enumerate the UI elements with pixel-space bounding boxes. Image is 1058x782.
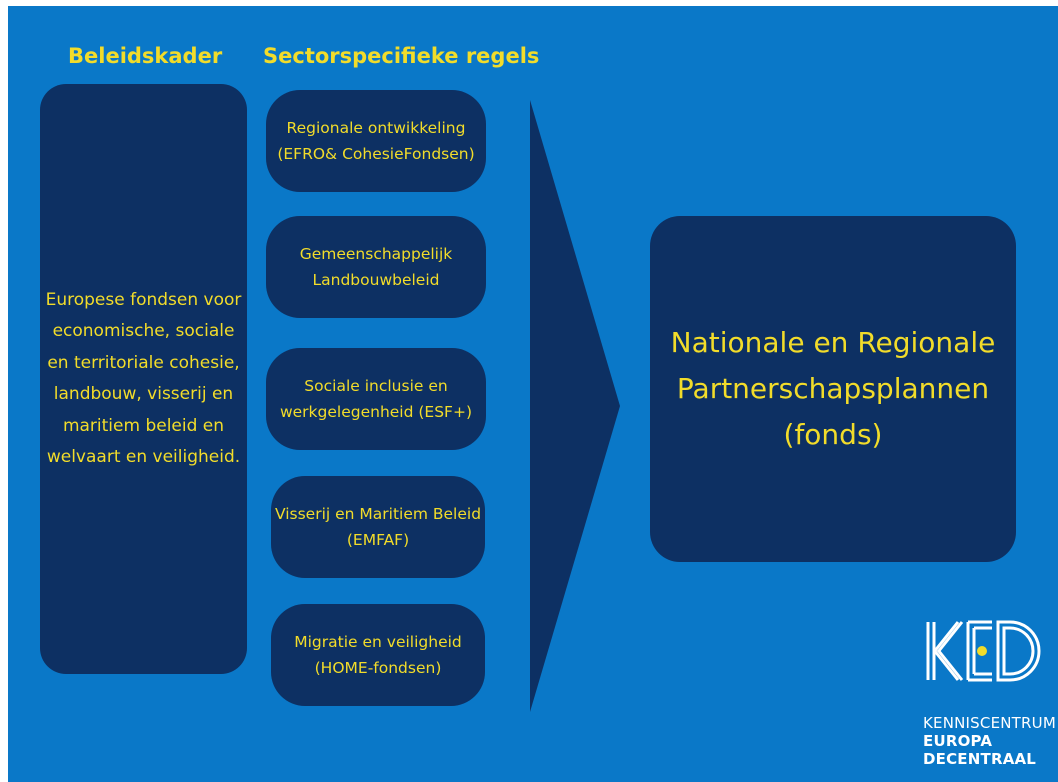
rule-line-1: Regionale ontwikkeling [286, 119, 466, 137]
policy-framework-text: Europese fondsen voor economische, socia… [45, 289, 242, 468]
heading-beleidskader: Beleidskader [68, 44, 223, 68]
rule-line-1: Visserij en Maritiem Beleid [274, 505, 482, 523]
rule-line-2: Landbouwbeleid [312, 271, 440, 289]
flow-arrow-icon [530, 100, 620, 712]
rule-line-2: (HOME-fondsen) [314, 659, 442, 677]
ked-logo: KENNISCENTRUM EUROPA DECENTRAAL [922, 612, 1058, 782]
rule-line-1: Migratie en veiligheid [294, 633, 462, 651]
rule-line-2: (EMFAF) [346, 531, 410, 549]
partnership-line-1: Nationale en Regionale [670, 326, 996, 359]
rule-box-migration: Migratie en veiligheid (HOME-fondsen) [271, 604, 485, 706]
rule-box-social-inclusion: Sociale inclusie en werkgelegenheid (ESF… [266, 348, 486, 450]
rule-line-1: Sociale inclusie en [304, 377, 448, 395]
policy-framework-box: Europese fondsen voor economische, socia… [40, 84, 247, 674]
partnership-line-3: (fonds) [783, 418, 883, 451]
logo-line-2: EUROPA [923, 732, 993, 750]
rule-line-2: werkgelegenheid (ESF+) [279, 403, 473, 421]
rule-box-agriculture: Gemeenschappelijk Landbouwbeleid [266, 216, 486, 318]
logo-line-1: KENNISCENTRUM [923, 714, 1056, 732]
rule-box-fisheries: Visserij en Maritiem Beleid (EMFAF) [271, 476, 485, 578]
rule-line-1: Gemeenschappelijk [299, 245, 453, 263]
rule-line-2: (EFRO& CohesieFondsen) [277, 145, 475, 163]
ked-logo-mark-icon [926, 620, 1041, 682]
heading-sectorspecifieke-regels: Sectorspecifieke regels [263, 44, 540, 68]
partnership-plans-box: Nationale en Regionale Partnerschapsplan… [650, 216, 1016, 562]
partnership-line-2: Partnerschapsplannen [676, 372, 990, 405]
logo-line-3: DECENTRAAL [923, 750, 1037, 768]
rule-box-regional-development: Regionale ontwikkeling (EFRO& CohesieFon… [266, 90, 486, 192]
diagram-canvas: Beleidskader Sectorspecifieke regels Eur… [8, 6, 1058, 782]
